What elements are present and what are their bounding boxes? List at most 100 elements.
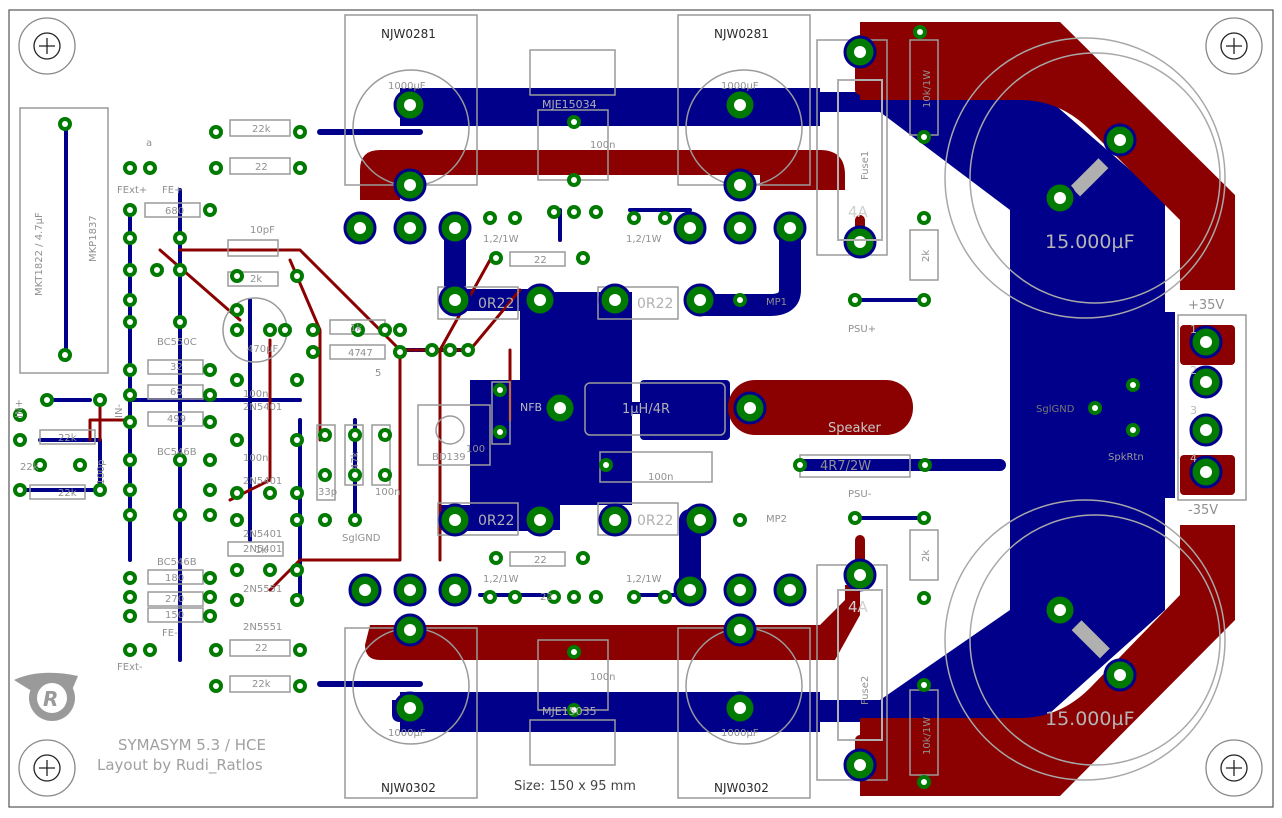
r22k-in-label: 22k [58,433,77,444]
pad-hole [404,702,416,714]
r12w-1-label: 1,2/1W [483,234,519,245]
r4r7-label: 4R7/2W [820,459,871,474]
pad-hole [571,707,577,713]
pad-hole [234,490,240,496]
r10k-bottom-label: 10k/1W [922,717,933,755]
pad-hole [497,387,503,393]
pad-hole [382,432,388,438]
r499-label: 499 [167,414,186,425]
r47k-label: 47k [350,451,361,470]
pad-hole [580,555,586,561]
pad-hole [631,215,637,221]
pad-hole [493,255,499,261]
pad-hole [294,377,300,383]
pad-hole [127,419,133,425]
pad-hole [684,584,696,596]
pad-hole [921,595,927,601]
2n5401-b-label: 2N5401 [243,476,282,487]
in-plus-label: IN+ [14,399,25,418]
pin2-label: 2 [1190,364,1197,377]
pad-hole [631,594,637,600]
pad-hole [917,29,923,35]
pad-hole [447,347,453,353]
pad-hole [449,584,461,596]
pad-hole [404,584,416,596]
r22k-low-label: 22k [20,462,39,473]
pad-hole [127,319,133,325]
pad-hole [213,129,219,135]
r22-mid-top-label: 22 [534,255,547,266]
pad-hole [734,584,746,596]
pad-hole [854,46,866,58]
driver-bottom-label: MJE15035 [542,705,597,718]
pads [13,25,1223,789]
pad-hole [147,647,153,653]
fuse2-label: Fuse2 [860,676,871,705]
pad-hole [921,682,927,688]
r22-a-label: 22 [255,162,268,173]
pad-hole [213,165,219,171]
transistor-frames [19,14,1247,799]
pad-hole [603,462,609,468]
pad-hole [177,319,183,325]
c1000-2-label: 1000µF [721,81,759,92]
pad-hole [684,222,696,234]
pad-hole [921,515,927,521]
r2k-bottom-label: 2k [921,550,932,562]
cap-a-label: a [146,138,152,149]
q4-label: NJW0302 [714,781,769,795]
r22-low-label: 22 [540,592,553,603]
pad-hole [734,179,746,191]
pad-hole [127,235,133,241]
pad-hole [571,649,577,655]
fe-minus-label: FE- [162,628,178,639]
pad-hole [734,99,746,111]
pad-hole [127,594,133,600]
pad-hole [404,99,416,111]
c100n-b-label: 100n [243,389,268,400]
pad-hole [294,567,300,573]
pad-hole [404,222,416,234]
size-note: Size: 150 x 95 mm [514,779,636,794]
r0r22-3-label: 0R22 [478,513,514,529]
pad-hole [404,624,416,636]
c5d-label: 5 [375,368,381,379]
big-cap-bottom-label: 15.000µF [1045,708,1135,730]
pad-hole [207,575,213,581]
sglgnd-right-label: SglGND [1036,404,1075,415]
psu-minus-label: PSU- [848,489,872,500]
pad-hole [609,514,621,526]
pad-hole [512,594,518,600]
pad-hole [737,297,743,303]
pad-hole [234,567,240,573]
r47-label: 47 [348,348,361,359]
pad-hole [17,487,23,493]
pad-hole [571,119,577,125]
2n5401-d-label: 2N5401 [243,544,282,555]
r32-label: 32 [170,362,183,373]
pad-hole [127,165,133,171]
bc546b-2-label: BC546B [157,557,197,568]
pad-hole [207,392,213,398]
driver-top-label: MJE15034 [542,98,597,111]
pad-hole [322,432,328,438]
pad-hole [571,177,577,183]
pad-hole [404,179,416,191]
pad-hole [267,567,273,573]
fe-plus-label: FE+ [162,185,182,196]
r12w-3-label: 1,2/1W [483,574,519,585]
mp2-label: MP2 [766,514,787,525]
pad-hole [449,294,461,306]
v-minus-label: -35V [1188,503,1218,518]
pad-hole [382,327,388,333]
r0r22-2-label: 0R22 [637,296,673,312]
pad-hole [17,437,23,443]
pad-hole [921,779,927,785]
pad-hole [593,594,599,600]
pad-hole [77,462,83,468]
pad-hole [1054,192,1066,204]
pad-hole [97,487,103,493]
nfb-label: NFB [520,401,542,414]
pad-hole [352,432,358,438]
pad-hole [127,207,133,213]
